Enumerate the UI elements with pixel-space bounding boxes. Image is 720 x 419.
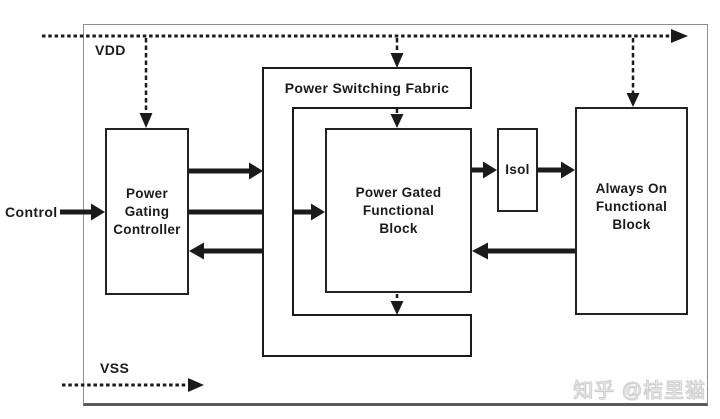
power-gating-controller-block: Power Gating Controller xyxy=(105,128,189,295)
always-on-functional-block: Always On Functional Block xyxy=(575,107,688,315)
vdd-rail-line xyxy=(42,29,688,43)
gated-block-to-isol-arrow xyxy=(472,161,497,179)
control-input-arrow xyxy=(60,203,105,221)
vdd-drop-to-always-on-arrow xyxy=(626,38,640,107)
controller-to-fabric-arrow xyxy=(189,162,263,180)
pgfb-label-line: Power Gated xyxy=(355,184,442,200)
controller-label-line: Gating xyxy=(124,203,170,219)
vdd-rail-arrowhead xyxy=(671,29,688,43)
always-on-label-line: Block xyxy=(612,217,651,232)
gated-block-to-fabric-arrow xyxy=(390,294,404,315)
vss-rail-arrowhead xyxy=(188,378,204,392)
vdd-label: VDD xyxy=(95,42,126,58)
isolation-cell-block: Isol xyxy=(497,128,538,212)
diagram-frame xyxy=(83,24,708,406)
zhihu-watermark: 知乎 @桔里猫 xyxy=(573,380,706,403)
vss-label: VSS xyxy=(100,360,130,376)
vdd-drop-to-fabric-arrow xyxy=(390,38,404,68)
pgfb-label-line: Functional xyxy=(362,202,435,218)
always-on-label-line: Functional xyxy=(595,199,668,214)
fabric-to-gated-block-arrow xyxy=(390,109,404,128)
fabric-to-controller-arrow xyxy=(189,242,263,260)
pgfb-label-line: Block xyxy=(379,220,418,236)
control-label: Control xyxy=(5,204,58,220)
power-switching-fabric-outline xyxy=(262,67,472,357)
vss-rail-line xyxy=(62,378,204,392)
power-switching-fabric-label: Power Switching Fabric xyxy=(284,80,450,96)
power-gated-functional-block: Power Gated Functional Block xyxy=(325,128,472,293)
isol-label: Isol xyxy=(505,162,530,177)
vdd-drop-to-controller-arrow xyxy=(139,38,153,128)
always-on-label-line: Always On xyxy=(595,181,668,196)
controller-label-line: Power xyxy=(125,185,168,201)
always-on-to-gated-block-arrow xyxy=(472,242,575,260)
isol-to-always-on-arrow xyxy=(538,161,575,179)
controller-to-gated-block-arrow xyxy=(189,203,325,221)
controller-label-line: Controller xyxy=(113,221,181,237)
